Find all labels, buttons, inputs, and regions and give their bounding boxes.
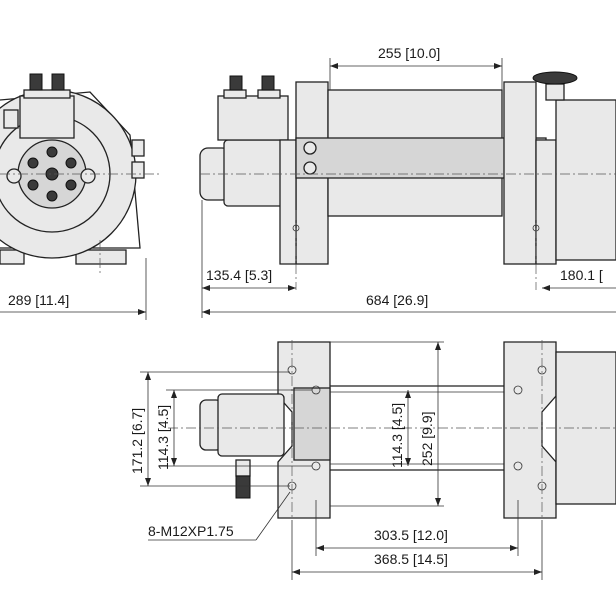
top-view-motor xyxy=(217,393,285,457)
top-view-fitting xyxy=(235,459,251,477)
arrowhead-icon xyxy=(316,545,324,551)
front-view-port-fitting-icon xyxy=(229,75,243,91)
arrowhead-icon xyxy=(292,569,300,575)
dim-bolt-inner: 303.5 [12.0] xyxy=(374,527,448,543)
arrowhead-icon xyxy=(534,569,542,575)
dim-height-large: 171.2 [6.7] xyxy=(129,408,145,474)
arrowhead-icon xyxy=(202,309,210,315)
dim-overall-length: 684 [26.9] xyxy=(366,292,428,308)
dim-height-small-center: 114.3 [4.5] xyxy=(389,403,405,468)
arrowhead-icon xyxy=(202,285,210,291)
end-view-bolt-icon xyxy=(65,179,77,191)
arrowhead-icon xyxy=(405,390,411,398)
top-view-port-fitting-icon xyxy=(235,475,251,499)
top-view: 171.2 [6.7] 114.3 [4.5] 114.3 [4.5] 252 … xyxy=(129,340,616,580)
front-view-clutch-knob-icon xyxy=(532,71,578,85)
arrowhead-icon xyxy=(435,498,441,506)
end-view-right-foot xyxy=(75,249,127,265)
mount-hole-icon xyxy=(513,385,523,395)
front-view-gearbox xyxy=(555,99,616,261)
dim-height-small-left: 114.3 [4.5] xyxy=(155,405,171,470)
end-view-bolt-icon xyxy=(46,146,58,158)
arrowhead-icon xyxy=(288,285,296,291)
front-view: 255 [10.0] 135.4 [5.3] 180.1 [ 684 [26.9… xyxy=(199,45,616,318)
arrowhead-icon xyxy=(405,458,411,466)
top-view-left-side-plate xyxy=(293,387,331,461)
mount-hole-icon xyxy=(513,461,523,471)
dim-bolt-outer: 368.5 [14.5] xyxy=(374,551,448,567)
end-view-fitting xyxy=(131,161,145,179)
end-view-bolt-icon xyxy=(46,190,58,202)
arrowhead-icon xyxy=(138,309,146,315)
arrowhead-icon xyxy=(330,63,338,69)
dim-side-width: 289 [11.4] xyxy=(8,292,69,308)
front-view-right-foot xyxy=(535,139,557,265)
dim-left-offset: 135.4 [5.3] xyxy=(206,267,272,283)
arrowhead-icon xyxy=(435,342,441,350)
top-view-right-bracket xyxy=(503,341,557,519)
arrowhead-icon xyxy=(145,372,151,380)
arrowhead-icon xyxy=(494,63,502,69)
dim-drum-length: 255 [10.0] xyxy=(378,45,440,61)
front-view-motor xyxy=(223,139,285,207)
front-view-port-fitting-icon xyxy=(261,75,275,91)
arrowhead-icon xyxy=(542,285,550,291)
front-view-valve-block xyxy=(217,95,289,141)
leader-line xyxy=(255,491,291,541)
end-view: 289 [11.4] xyxy=(0,73,160,320)
end-view-valve-block xyxy=(19,95,75,139)
dim-bolt-spec: 8-M12XP1.75 xyxy=(148,523,234,539)
arrowhead-icon xyxy=(510,545,518,551)
dim-right-offset: 180.1 [ xyxy=(560,267,603,283)
end-view-fitting xyxy=(131,139,145,157)
end-view-side-boss xyxy=(6,168,22,184)
arrowhead-icon xyxy=(171,458,177,466)
tie-bar-bolt-icon xyxy=(303,141,317,155)
arrowhead-icon xyxy=(145,478,151,486)
front-view-left-foot xyxy=(279,139,297,265)
end-view-side-boss xyxy=(80,168,96,184)
end-view-side-fitting xyxy=(3,109,19,129)
arrowhead-icon xyxy=(171,390,177,398)
front-view-right-bracket xyxy=(503,81,537,265)
front-view-port-base xyxy=(257,89,281,99)
dim-height-total: 252 [9.9] xyxy=(419,412,435,467)
end-view-bolt-icon xyxy=(65,157,77,169)
end-view-bolt-icon xyxy=(27,179,39,191)
front-view-clutch-stem xyxy=(545,83,565,101)
end-view-left-foot xyxy=(0,249,25,265)
end-view-bolt-icon xyxy=(27,157,39,169)
front-view-port-base xyxy=(223,89,247,99)
end-view-port-fitting-icon xyxy=(29,73,43,91)
end-view-valve-cap xyxy=(23,89,71,99)
end-view-port-fitting-icon xyxy=(51,73,65,91)
tie-bar-bolt-icon xyxy=(303,161,317,175)
